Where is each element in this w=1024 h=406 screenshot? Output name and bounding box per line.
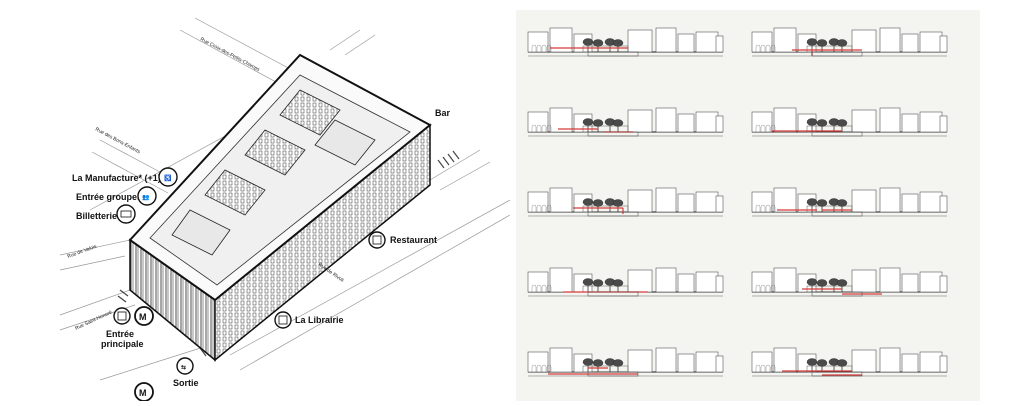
label-entree-groupes: Entrée groupes (76, 192, 142, 202)
section-drawing (751, 187, 948, 217)
section-drawing (527, 267, 724, 297)
street-valois: Rue de Valois (67, 244, 98, 260)
label-entree: Entrée (106, 329, 134, 339)
entrance-icon (113, 307, 131, 325)
metro-label: M (139, 312, 147, 322)
restaurant-icon (368, 231, 386, 249)
building-axonometric: Rue Croix-des-Petits-Champs Rue des Bons… (59, 17, 511, 402)
label-librairie: La Librairie (295, 315, 344, 325)
metro-icon (134, 306, 154, 326)
section-drawing (527, 347, 724, 377)
label-principale: principale (101, 339, 144, 349)
label-manufacture: La Manufacture* (+1) (72, 173, 161, 183)
svg-text:👥: 👥 (142, 194, 150, 201)
manufacture-icon (158, 167, 178, 187)
section-drawing (527, 27, 724, 57)
axonometric-diagram: Rue Croix-des-Petits-Champs Rue des Bons… (0, 0, 512, 402)
label-sortie: Sortie (173, 378, 199, 388)
book-icon (274, 311, 292, 329)
group-icon (137, 186, 157, 206)
svg-text:⇆: ⇆ (181, 363, 186, 371)
section-drawing (751, 107, 948, 137)
metro-label-2: M (139, 388, 147, 398)
courtyards (171, 89, 376, 256)
label-billetterie: Billetterie (76, 211, 117, 221)
section-drawing (751, 347, 948, 377)
section-drawing (527, 107, 724, 137)
street-lines (59, 17, 511, 381)
section-grid (527, 27, 948, 377)
section-drawing (751, 267, 948, 297)
label-restaurant: Restaurant (390, 235, 437, 245)
svg-text:♿: ♿ (164, 174, 172, 182)
section-drawings-panel (516, 10, 980, 401)
exit-icon (176, 357, 194, 375)
ticket-icon (116, 204, 136, 224)
label-bar: Bar (435, 108, 451, 118)
section-drawing (751, 27, 948, 57)
street-croix: Rue Croix-des-Petits-Champs (199, 36, 261, 73)
section-drawing (527, 187, 724, 217)
